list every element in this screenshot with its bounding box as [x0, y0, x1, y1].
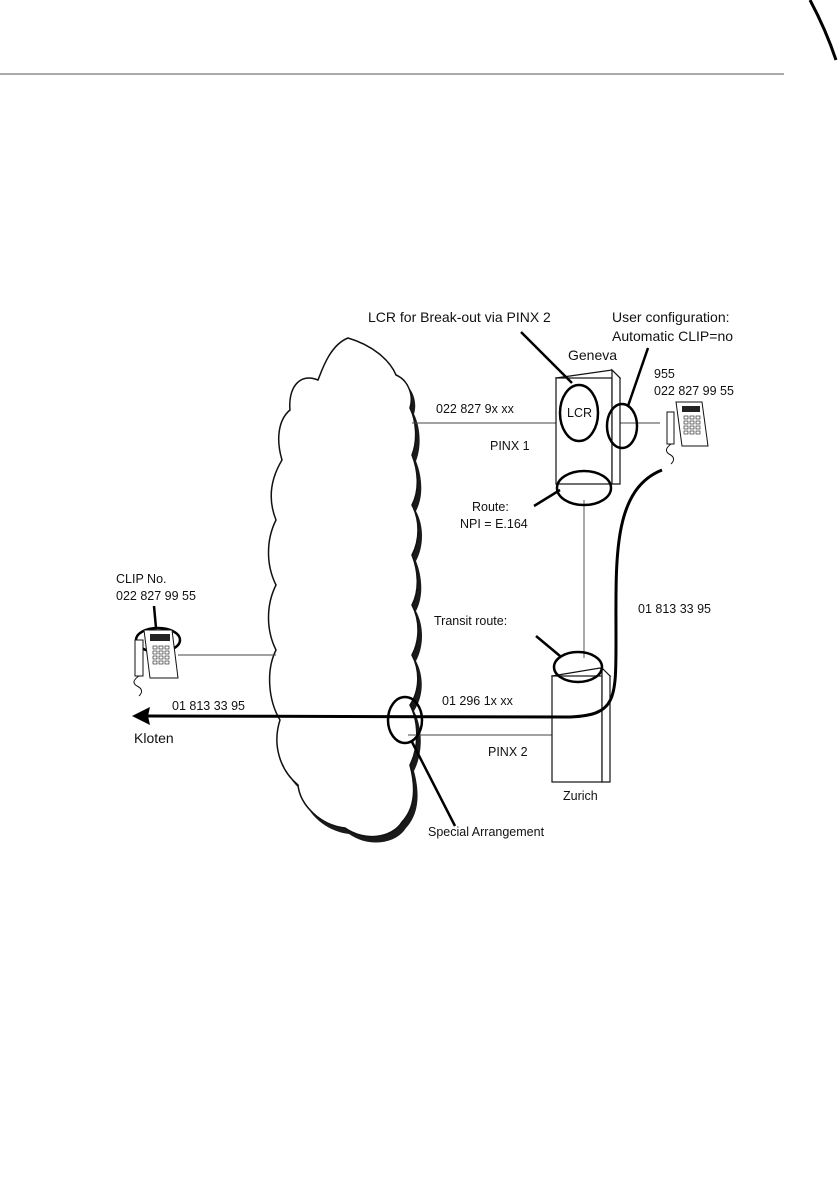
pinx2-box — [552, 668, 610, 782]
user-config-pointer — [628, 348, 648, 406]
call-number-right-label: 01 813 33 95 — [638, 602, 711, 616]
transit-route-pointer — [536, 636, 560, 656]
special-arrangement-pointer — [412, 742, 455, 826]
extension-label: 955 — [654, 367, 675, 381]
route-title-label: Route: — [472, 500, 509, 514]
zurich-trunk-range-label: 01 296 1x xx — [442, 694, 514, 708]
lcr-label: LCR — [567, 406, 592, 420]
pinx1-label: PINX 1 — [490, 439, 530, 453]
telephone-icon — [666, 402, 708, 464]
call-number-left-label: 01 813 33 95 — [172, 699, 245, 713]
user-config-title-label: User configuration: — [612, 309, 730, 325]
geneva-label: Geneva — [568, 347, 617, 363]
lcr-pointer — [521, 332, 572, 383]
lcr-breakout-label: LCR for Break-out via PINX 2 — [368, 309, 551, 325]
pinx2-label: PINX 2 — [488, 745, 528, 759]
page-corner-mark — [810, 0, 836, 60]
special-arrangement-label: Special Arrangement — [428, 825, 545, 839]
transit-route-label: Transit route: — [434, 614, 507, 628]
geneva-trunk-range-label: 022 827 9x xx — [436, 402, 515, 416]
network-cloud — [269, 338, 423, 843]
telephone-icon — [134, 630, 178, 696]
geneva-phone-number-label: 022 827 99 55 — [654, 384, 734, 398]
clip-pointer — [154, 606, 156, 628]
kloten-label: Kloten — [134, 730, 174, 746]
clip-no-title-label: CLIP No. — [116, 572, 167, 586]
clip-no-value-label: 022 827 99 55 — [116, 589, 196, 603]
user-config-value-label: Automatic CLIP=no — [612, 328, 733, 344]
route-npi-label: NPI = E.164 — [460, 517, 528, 531]
zurich-label: Zurich — [563, 789, 598, 803]
route-pointer — [534, 490, 560, 506]
